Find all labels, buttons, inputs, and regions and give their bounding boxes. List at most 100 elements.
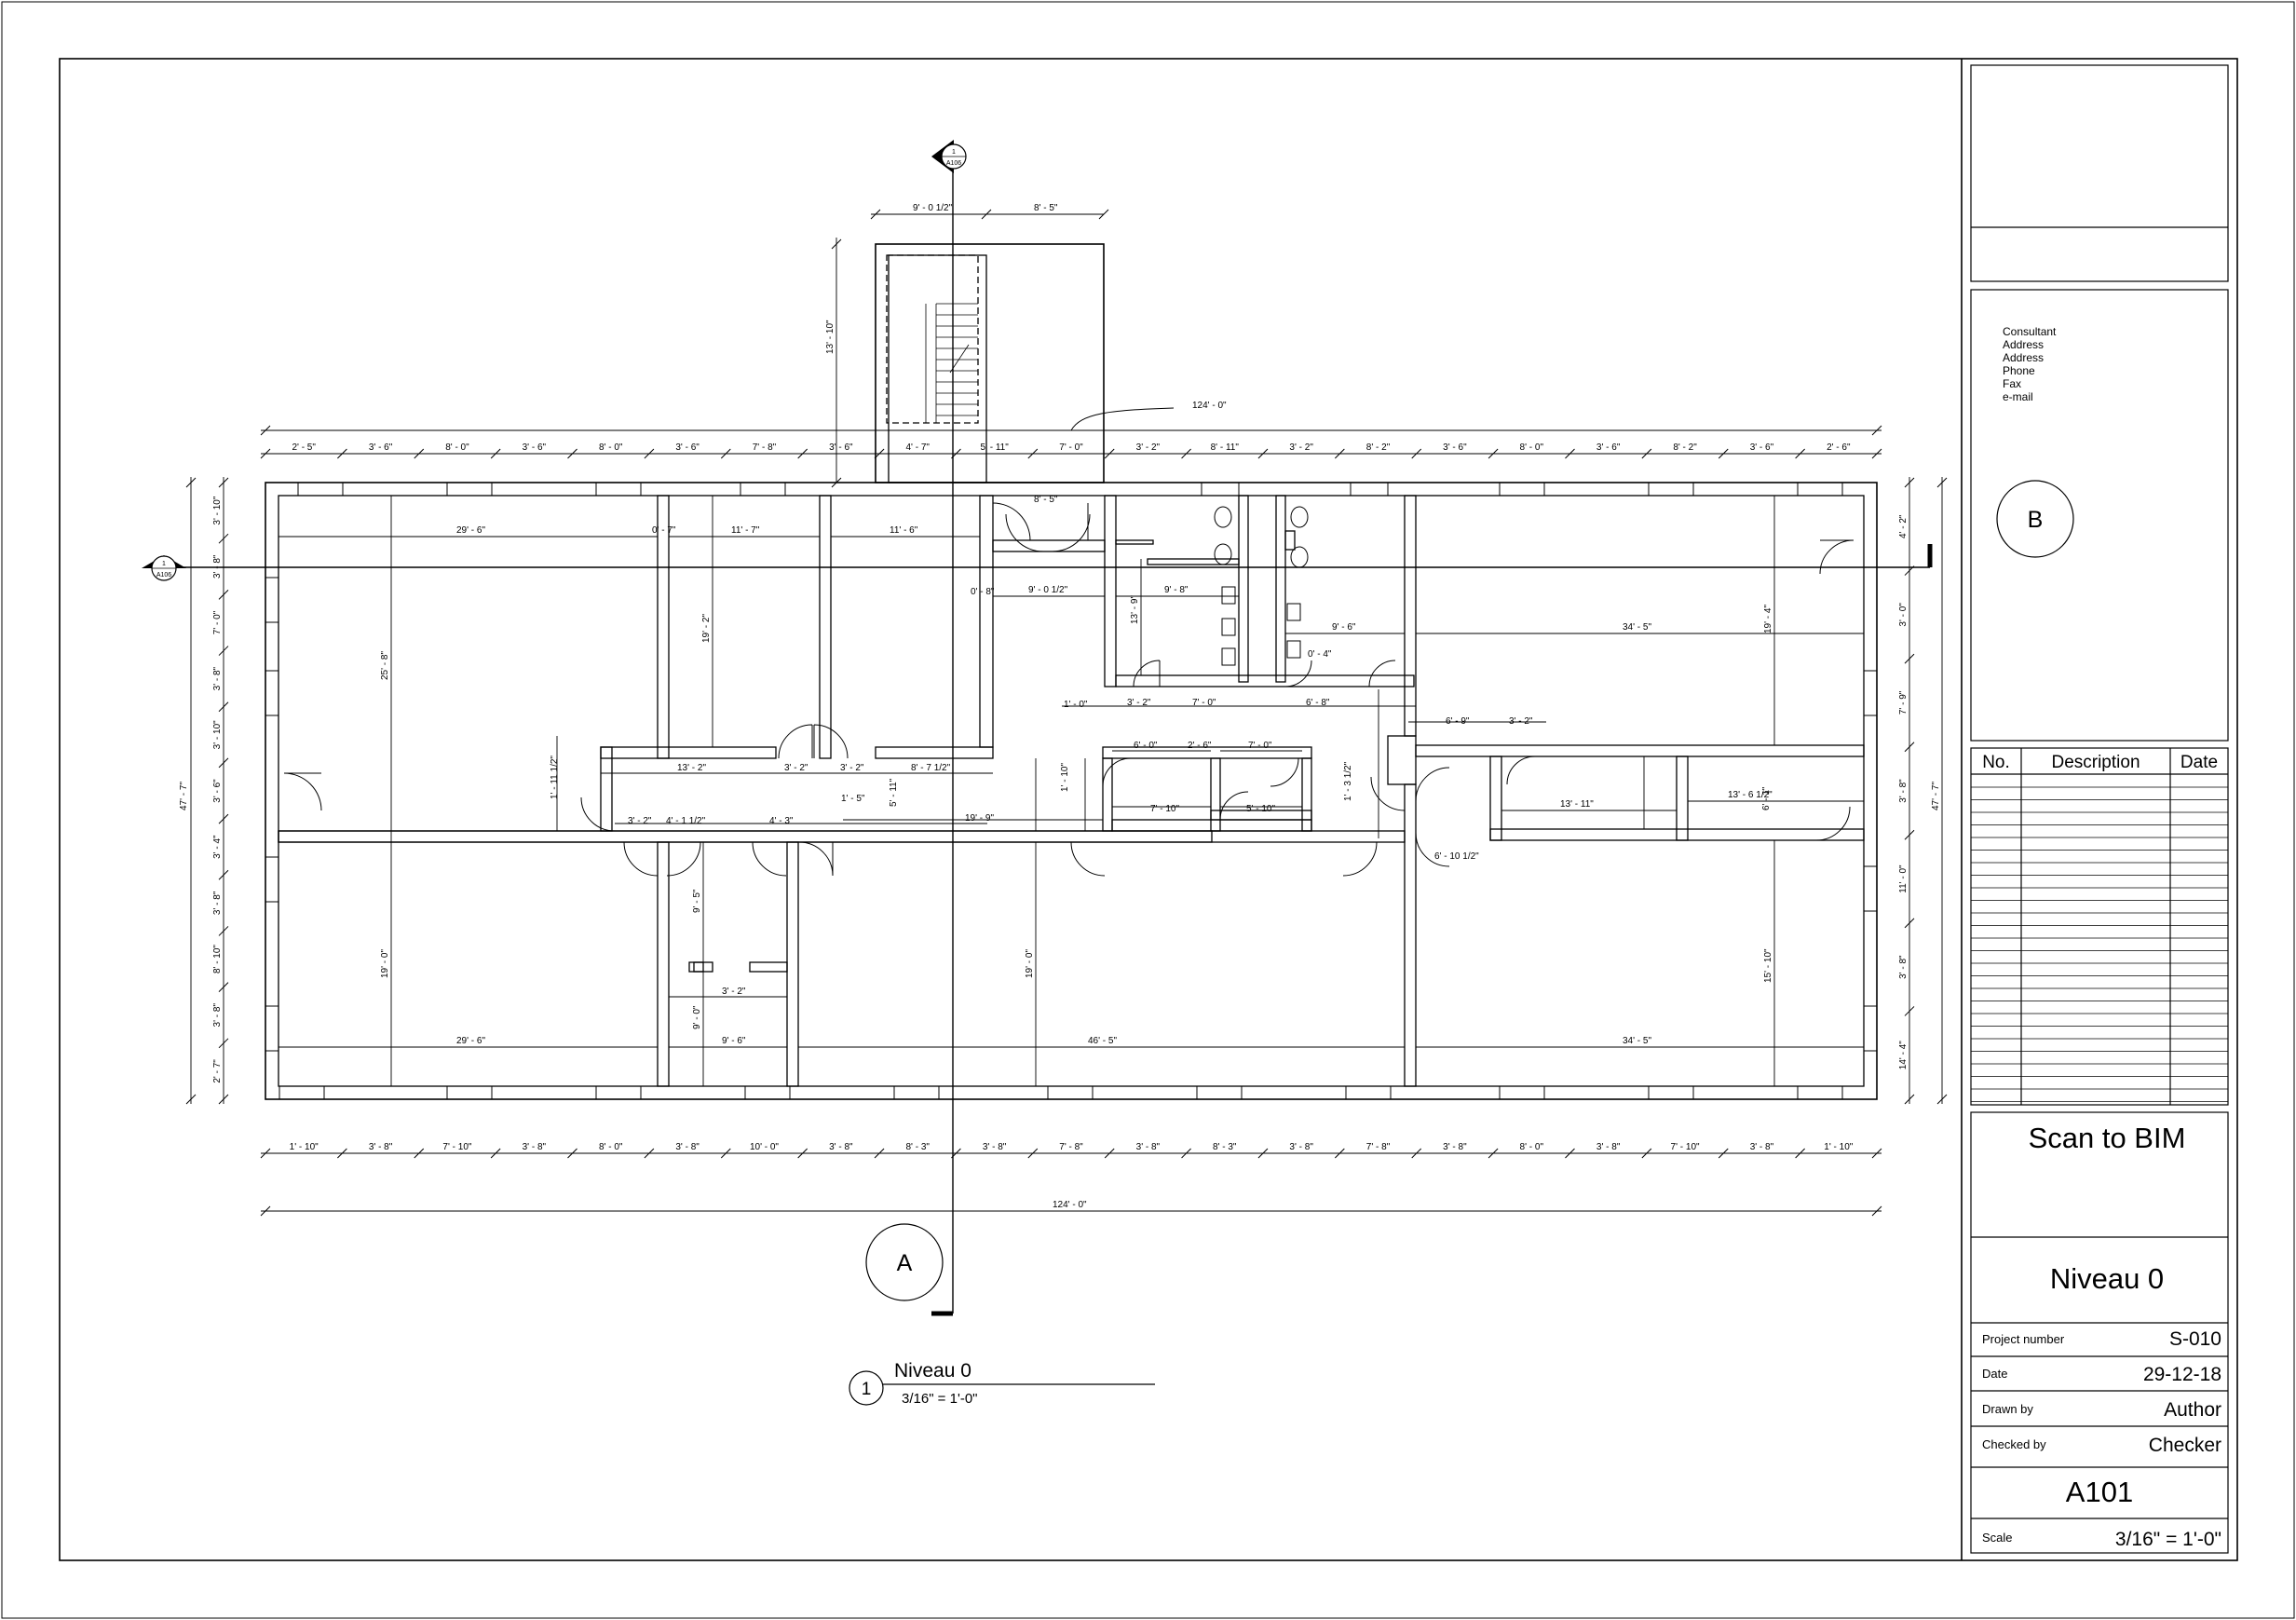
dimension-tick xyxy=(1904,918,1915,929)
chain-dim-top_chain-7: 3' - 6" xyxy=(829,442,853,453)
dimension-tick xyxy=(218,646,229,656)
dimension-tick xyxy=(1641,448,1652,459)
view-title: 1 Niveau 0 3/16" = 1'-0" xyxy=(849,1360,1155,1407)
dim-room-b-w: 11' - 7" xyxy=(731,525,760,536)
stair-enclosure-inner xyxy=(888,254,987,483)
dimension-tick xyxy=(218,590,229,600)
dimension-tick xyxy=(218,813,229,824)
view-title-bubble xyxy=(849,1370,884,1406)
dim-small-3: 7' - 10" xyxy=(1150,804,1179,814)
view-title-scale: 3/16" = 1'-0" xyxy=(902,1391,977,1407)
dimension-tick xyxy=(490,1148,501,1159)
dim-room-f-w: 46' - 5" xyxy=(1088,1036,1117,1046)
dim-misc-11: 0' - 4" xyxy=(1308,649,1332,660)
dimension-tick xyxy=(260,1148,271,1159)
dim-stair-w1: 9' - 0 1/2" xyxy=(913,203,953,213)
dimension-tick xyxy=(1936,1094,1948,1105)
dimension-tick xyxy=(1098,209,1109,220)
revision-col-no: No. xyxy=(1982,753,2010,772)
section-lines xyxy=(182,168,1933,1316)
dimension-tick xyxy=(1334,1148,1345,1159)
chain-dim-top_chain-3: 3' - 6" xyxy=(523,442,547,453)
dim-wc-7: 8' - 5" xyxy=(1034,495,1058,505)
logo-box xyxy=(1970,64,2229,282)
dimension-tick xyxy=(1904,1094,1915,1105)
dimension-tick xyxy=(218,701,229,713)
chain-dim-bottom_chain-2: 7' - 10" xyxy=(442,1142,471,1152)
grid-bubble-a: A xyxy=(865,1223,944,1301)
windows xyxy=(265,482,1878,1100)
dimension-tick xyxy=(185,1094,197,1105)
dim-misc-8: 4' - 3" xyxy=(769,816,794,826)
consultant-box xyxy=(1970,289,2229,742)
sheet-number: A101 xyxy=(2066,1476,2133,1508)
dim-wc-6: 3' - 2" xyxy=(1127,698,1151,708)
dimension-tick xyxy=(1334,448,1345,459)
dimension-tick xyxy=(1904,829,1915,840)
chain-dim-left_chain-0: 3' - 10" xyxy=(212,496,223,524)
chain-dim-top_chain-11: 3' - 2" xyxy=(1136,442,1161,453)
section-head-top-ref: A106 xyxy=(946,160,961,167)
dimension-tick xyxy=(1871,1205,1882,1217)
doors xyxy=(283,502,1854,877)
dimension-tick xyxy=(1904,653,1915,664)
dim-room-e-w: 9' - 6" xyxy=(722,1036,746,1046)
dim-room-b-h: 19' - 2" xyxy=(701,614,712,643)
dimension-tick xyxy=(1871,448,1882,459)
interior-walls xyxy=(278,495,1865,1087)
dimension-tick xyxy=(720,1148,731,1159)
dimension-tick xyxy=(414,448,425,459)
chain-dim-top_chain-10: 7' - 0" xyxy=(1059,442,1083,453)
title-block xyxy=(1970,64,2229,1554)
scale-label: Scale xyxy=(1982,1531,2013,1545)
dimension-tick xyxy=(337,1148,347,1159)
chain-dim-left_chain-8: 8' - 10" xyxy=(212,945,223,973)
chain-dim-right_chain-1: 3' - 0" xyxy=(1898,603,1909,627)
chain-dim-top_chain-12: 8' - 11" xyxy=(1211,442,1240,453)
checked-by-value: Checker xyxy=(2149,1435,2221,1456)
dimension-tick xyxy=(490,448,501,459)
dimension-lines xyxy=(190,213,1943,1212)
dimension-tick xyxy=(1795,1148,1805,1159)
dim-room-a-h: 25' - 8" xyxy=(380,651,390,680)
dimension-tick xyxy=(218,869,229,880)
chain-dim-top_chain-2: 8' - 0" xyxy=(445,442,469,453)
dimension-tick xyxy=(831,238,842,250)
dim-stair-h: 13' - 10" xyxy=(825,320,836,354)
dimension-tick xyxy=(1936,477,1948,488)
dimension-tick xyxy=(218,1094,229,1105)
dimension-tick xyxy=(1488,448,1499,459)
chain-dim-top_chain-5: 3' - 6" xyxy=(675,442,700,453)
date-value: 29-12-18 xyxy=(2143,1364,2221,1385)
view-title-number: 1 xyxy=(862,1380,872,1399)
dim-misc-3: 6' - 10 1/2" xyxy=(1434,851,1479,862)
dimension-tick xyxy=(1565,1148,1575,1159)
dim-wc-5: 6' - 8" xyxy=(1306,698,1330,708)
dimension-tick xyxy=(218,1038,229,1049)
dimension-tick xyxy=(1411,448,1422,459)
dim-room-e-h2: 9' - 0" xyxy=(692,1005,702,1029)
chain-dim-left_chain-10: 2' - 7" xyxy=(212,1059,223,1083)
dimension-tick xyxy=(1027,1148,1039,1159)
dim-misc-9: 1' - 10" xyxy=(1060,763,1070,792)
section-head-left-number: 1 xyxy=(162,561,166,567)
sheet-name: Niveau 0 xyxy=(2050,1262,2164,1295)
consultant-line-5: Fax xyxy=(2003,377,2021,390)
scale-value: 3/16" = 1'-0" xyxy=(2115,1529,2221,1550)
revision-col-description: Description xyxy=(2051,753,2140,772)
grid-bubble-b-label: B xyxy=(2028,507,2044,533)
dim-misc-13: 0' - 8" xyxy=(971,587,995,597)
dim-misc-5: 1' - 11 1/2" xyxy=(550,756,560,799)
dimension-tick xyxy=(1871,425,1882,436)
dimension-tick xyxy=(720,448,731,459)
chain-dim-top_chain-8: 4' - 7" xyxy=(906,442,931,453)
chain-dim-top_chain-1: 3' - 6" xyxy=(369,442,393,453)
chain-dim-left_chain-5: 3' - 6" xyxy=(212,779,223,803)
grid-bubble-b: B xyxy=(1996,480,2074,558)
chain-dim-right_chain-0: 4' - 2" xyxy=(1898,514,1909,538)
dim-misc-1: 6' - 9" xyxy=(1446,716,1470,727)
dimension-texts: 124' - 0" 124' - 0" 47' - 7" 47' - 7" 9'… xyxy=(179,203,1941,1210)
dim-corr-3: 3' - 2" xyxy=(840,763,864,773)
project-number-label: Project number xyxy=(1982,1332,2065,1346)
